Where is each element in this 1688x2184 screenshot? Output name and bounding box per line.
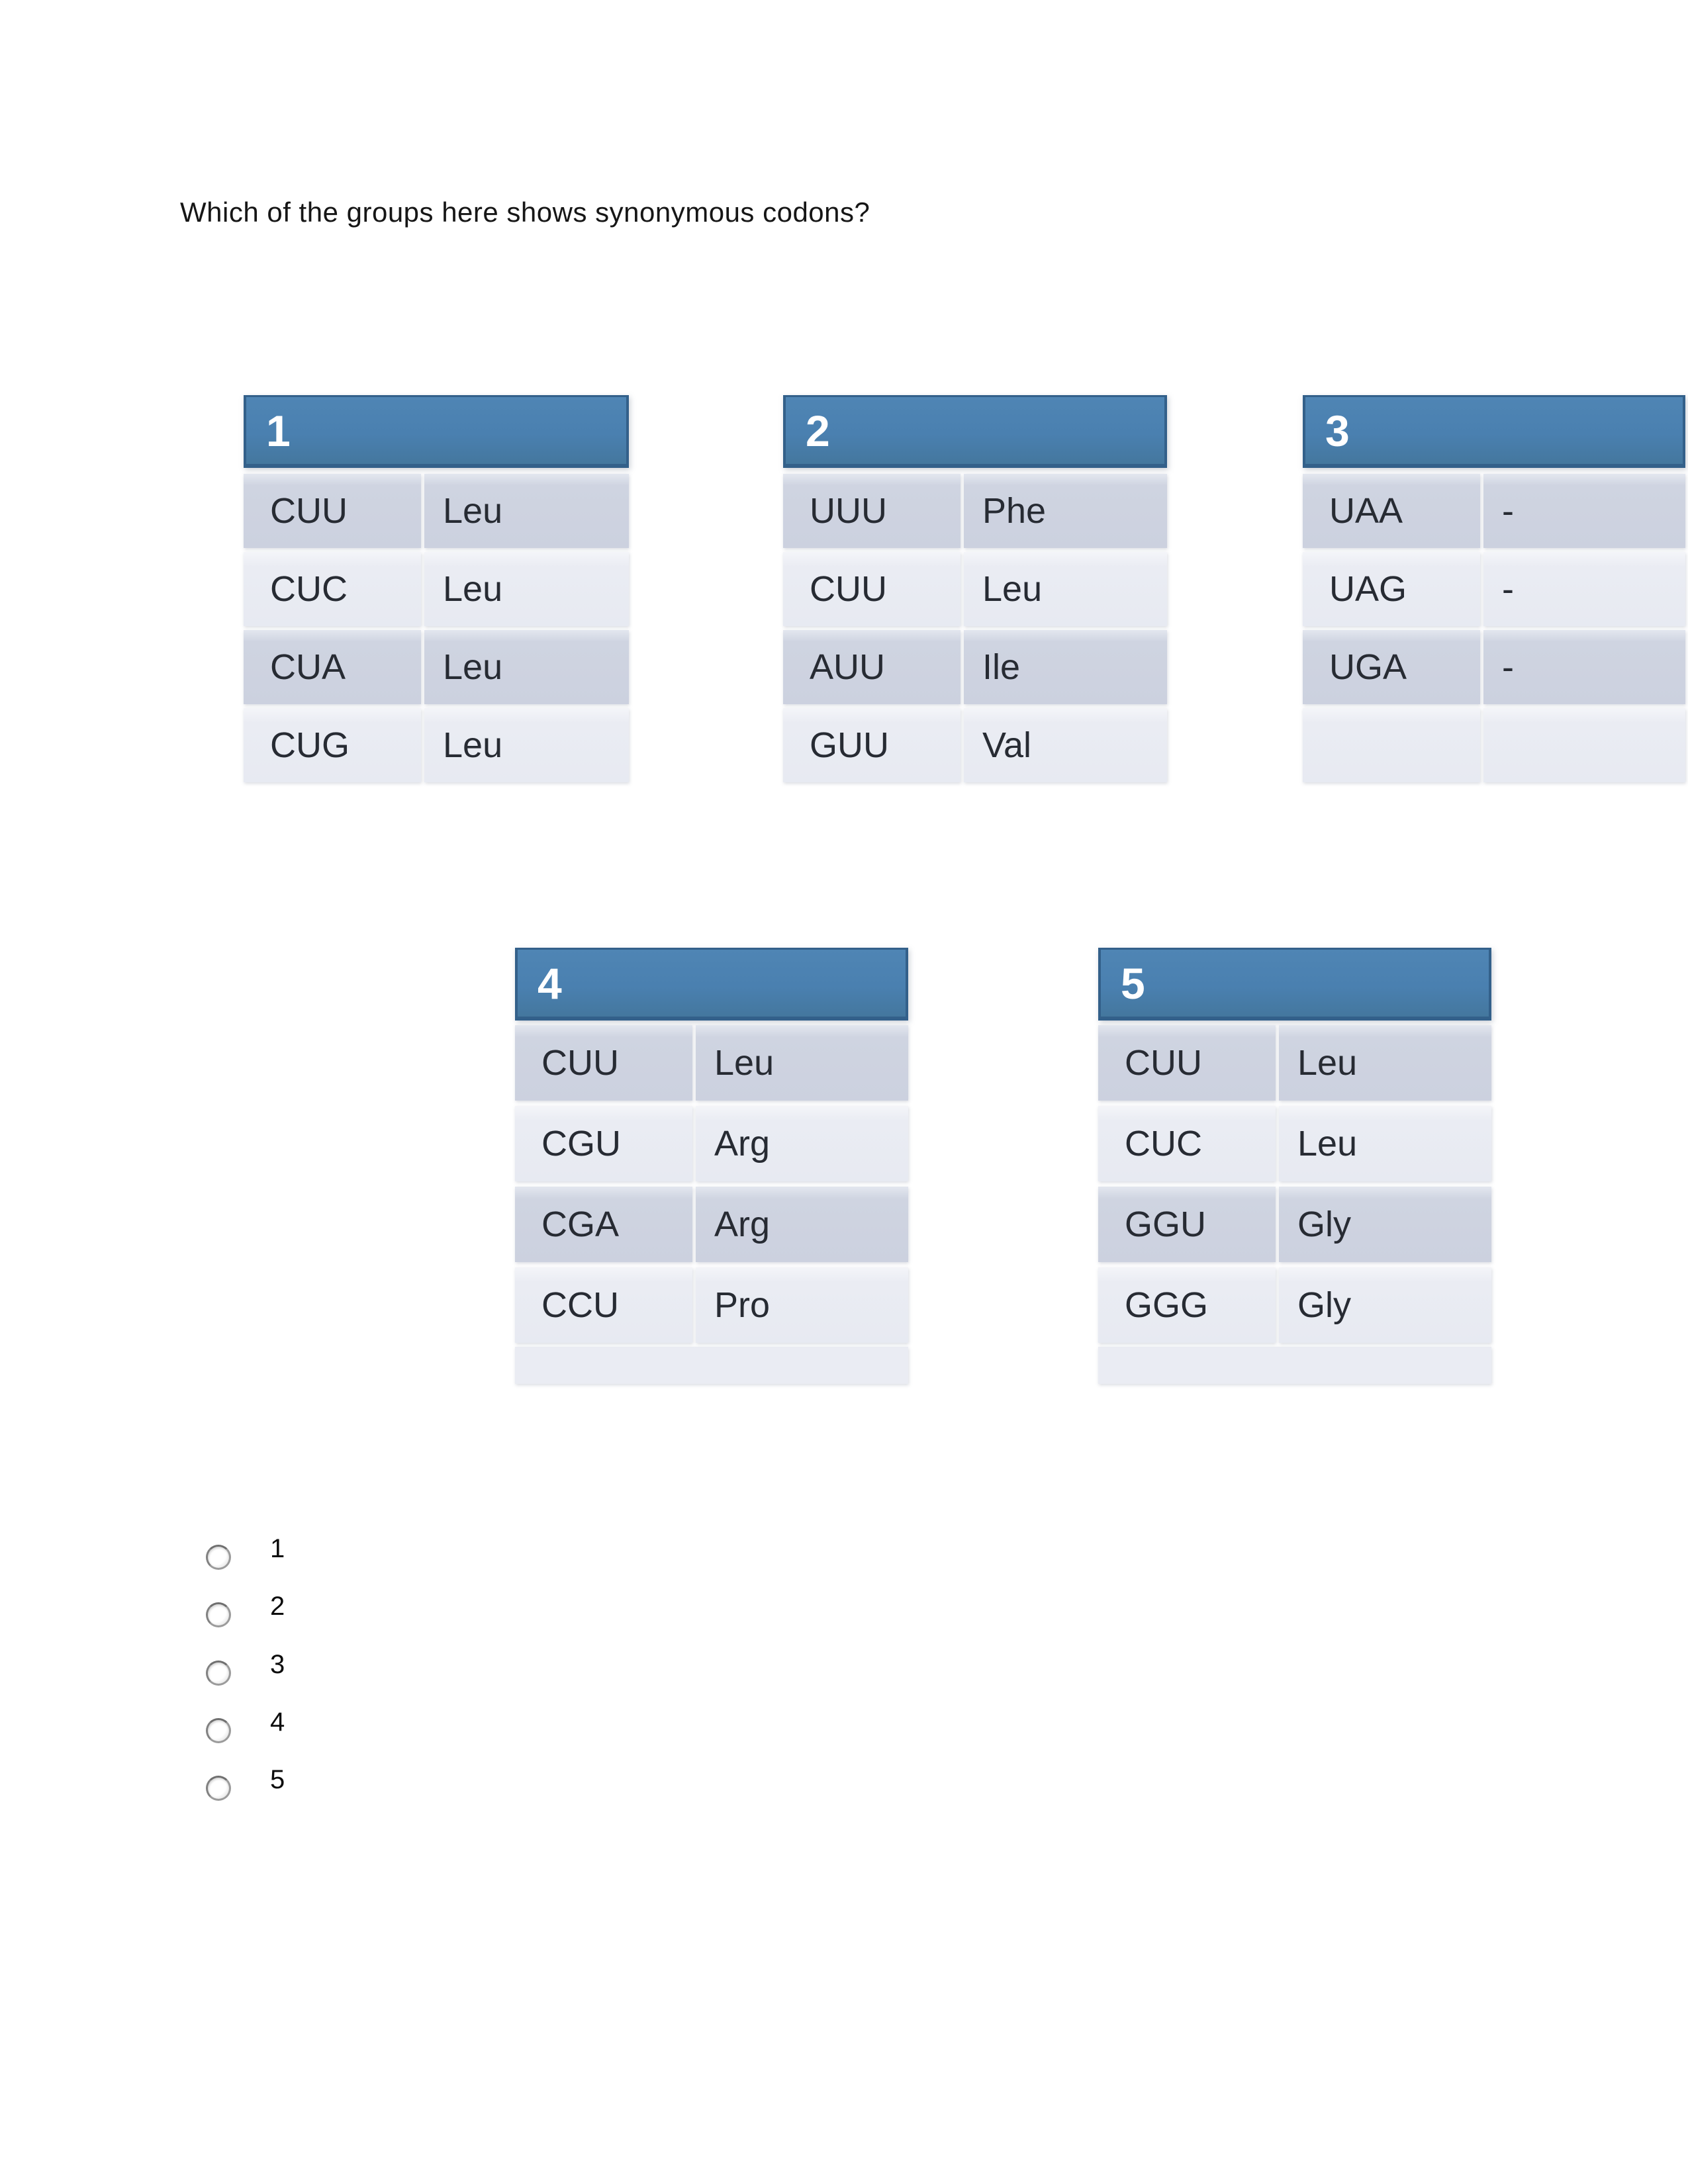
radio-button-icon[interactable]: [206, 1718, 231, 1743]
codon-cell: UAA: [1303, 474, 1480, 548]
codon-table-3: 3 UAA- UAG- UGA-: [1303, 395, 1685, 782]
amino-acid-cell: Leu: [424, 474, 629, 548]
codon-table-4-header: 4: [515, 948, 908, 1021]
amino-acid-cell: -: [1483, 552, 1685, 626]
amino-acid-cell: Gly: [1279, 1187, 1491, 1262]
radio-button-icon[interactable]: [206, 1545, 231, 1570]
amino-acid-cell: Leu: [1279, 1025, 1491, 1101]
amino-acid-cell: Leu: [424, 708, 629, 782]
codon-cell: GGG: [1098, 1267, 1276, 1343]
codon-table-3-body: UAA- UAG- UGA-: [1303, 474, 1685, 782]
codon-table-1-header: 1: [244, 395, 629, 468]
amino-acid-cell: Gly: [1279, 1267, 1491, 1343]
codon-cell: CUU: [515, 1025, 692, 1101]
table-footer-strip: [1098, 1347, 1491, 1384]
codon-cell: CUC: [1098, 1106, 1276, 1181]
codon-table-3-header: 3: [1303, 395, 1685, 468]
codon-cell: CCU: [515, 1267, 692, 1343]
codon-cell: CUU: [783, 552, 961, 626]
answer-option-1[interactable]: 1: [206, 1534, 378, 1576]
table-row: UGA-: [1303, 630, 1685, 704]
amino-acid-cell: Leu: [424, 552, 629, 626]
option-label: 5: [270, 1765, 285, 1794]
codon-cell: UUU: [783, 474, 961, 548]
amino-acid-cell: Leu: [964, 552, 1167, 626]
amino-acid-cell: Ile: [964, 630, 1167, 704]
amino-acid-cell: -: [1483, 630, 1685, 704]
amino-acid-cell: Val: [964, 708, 1167, 782]
amino-acid-cell: Leu: [424, 630, 629, 704]
amino-acid-cell: -: [1483, 474, 1685, 548]
radio-button-icon[interactable]: [206, 1602, 231, 1627]
codon-cell: UGA: [1303, 630, 1480, 704]
amino-acid-cell: Phe: [964, 474, 1167, 548]
table-row: UAG-: [1303, 552, 1685, 626]
codon-cell: [1303, 708, 1480, 782]
question-text: Which of the groups here shows synonymou…: [180, 197, 870, 228]
answer-option-2[interactable]: 2: [206, 1592, 378, 1634]
table-footer-strip: [515, 1347, 908, 1384]
codon-table-2-header: 2: [783, 395, 1167, 468]
table-row: [1303, 708, 1685, 782]
answer-option-4[interactable]: 4: [206, 1707, 378, 1750]
codon-cell: CUA: [244, 630, 421, 704]
answer-option-5[interactable]: 5: [206, 1765, 378, 1807]
amino-acid-cell: Pro: [696, 1267, 908, 1343]
codon-cell: CGA: [515, 1187, 692, 1262]
codon-table-5-header: 5: [1098, 948, 1491, 1021]
codon-cell: CGU: [515, 1106, 692, 1181]
option-label: 1: [270, 1534, 285, 1563]
amino-acid-cell: Leu: [1279, 1106, 1491, 1181]
answer-option-3[interactable]: 3: [206, 1650, 378, 1692]
amino-acid-cell: Arg: [696, 1106, 908, 1181]
codon-cell: UAG: [1303, 552, 1480, 626]
table-row: UAA-: [1303, 474, 1685, 548]
amino-acid-cell: Leu: [696, 1025, 908, 1101]
radio-button-icon[interactable]: [206, 1776, 231, 1801]
option-label: 2: [270, 1592, 285, 1621]
codon-cell: CUU: [1098, 1025, 1276, 1101]
amino-acid-cell: Arg: [696, 1187, 908, 1262]
codon-cell: AUU: [783, 630, 961, 704]
amino-acid-cell: [1483, 708, 1685, 782]
option-label: 4: [270, 1707, 285, 1737]
radio-button-icon[interactable]: [206, 1661, 231, 1686]
codon-cell: GGU: [1098, 1187, 1276, 1262]
codon-cell: CUG: [244, 708, 421, 782]
codon-cell: CUU: [244, 474, 421, 548]
codon-cell: CUC: [244, 552, 421, 626]
option-label: 3: [270, 1650, 285, 1679]
codon-cell: GUU: [783, 708, 961, 782]
